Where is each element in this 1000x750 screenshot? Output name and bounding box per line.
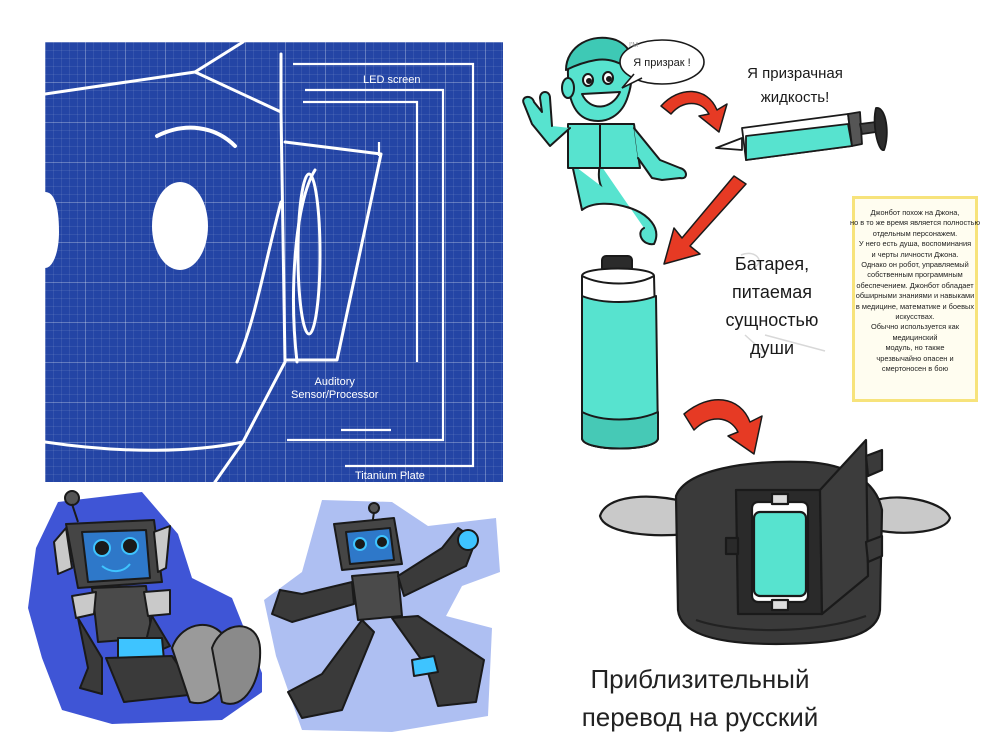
ghost-john-illustration: I'M Я призрак !	[522, 36, 705, 246]
ghost-left-arm	[522, 91, 571, 147]
battery-sketch-lines	[740, 252, 826, 354]
bubble-tag: I'M	[629, 42, 638, 49]
note-line: чрезвычайно опасен и	[876, 353, 954, 363]
translation-title: Приблизительный перевод на русский	[545, 660, 855, 736]
character-note-text: Джонбот похож на Джона, но в то же время…	[838, 208, 992, 375]
syringe-needle	[715, 137, 743, 151]
auditory-sensor-label: Auditory Sensor/Processor	[291, 376, 378, 402]
ear-outline	[283, 140, 383, 362]
note-line: отдельным персонажем.	[872, 228, 958, 238]
head-bottom-edge	[45, 440, 245, 452]
titanium-plate-label: Titanium Plate	[355, 470, 425, 482]
ghost-liquid-caption: Я призрачная жидкость!	[730, 62, 860, 110]
ghost-smile	[581, 91, 621, 108]
blueprint-drawing	[45, 42, 475, 482]
compartment-door	[818, 438, 870, 616]
sprawled-robot-torso	[351, 571, 403, 621]
note-line: медицинский	[892, 332, 938, 342]
liquid-line1: Я призрачная	[747, 65, 843, 82]
note-line: Однако он робот, управляемый	[861, 260, 969, 270]
note-line: обширными знаниями и навыками	[855, 291, 975, 301]
head-side-edge	[193, 70, 287, 482]
note-line: собственным программным	[867, 270, 963, 280]
blueprint-panel: LED screen Auditory Sensor/Processor Tit…	[45, 42, 503, 482]
sitting-robot-sketch	[28, 490, 262, 724]
robot-screen	[81, 529, 151, 583]
head-top-edge	[45, 42, 245, 96]
battery-caption: Батарея, питаемая сущностью души	[702, 250, 842, 362]
robot-head-battery-compartment	[598, 438, 952, 646]
battery-line2: питаемая	[732, 282, 812, 302]
battery-line1: Батарея,	[734, 254, 810, 274]
note-line: Обычно используется как	[871, 322, 959, 332]
inner-callout	[303, 100, 419, 362]
auditory-label-line1: Auditory	[314, 376, 355, 388]
robot-right-fin	[874, 496, 952, 534]
ear-sensor	[296, 172, 322, 336]
ghost-speech-bubble: I'M Я призрак !	[619, 39, 705, 89]
soul-battery-illustration	[581, 255, 659, 450]
note-line: Джонбот похож на Джона,	[870, 208, 960, 217]
ear-curve	[292, 168, 317, 364]
sprawled-robot-leg-left	[287, 619, 375, 719]
robot-antenna-ball	[64, 490, 80, 506]
liquid-line2: жидкость!	[760, 89, 830, 106]
note-line: и черты личности Джона.	[871, 249, 959, 259]
character-note-box	[852, 196, 978, 402]
auditory-label-line2: Sensor/Processor	[291, 389, 379, 401]
led-callout	[287, 88, 445, 442]
syringe-plunger	[873, 107, 888, 151]
note-line: смертоносен в бою	[881, 364, 949, 374]
red-arrow-to-syringe	[660, 90, 728, 133]
cheek-line	[235, 200, 283, 364]
robot-torso	[91, 585, 153, 643]
note-line: искусствах.	[895, 312, 935, 322]
battery-line4: души	[750, 338, 794, 358]
sprawled-robot-sketch	[264, 500, 500, 732]
ghost-torso	[567, 123, 641, 169]
bubble-text: Я призрак !	[633, 57, 690, 69]
title-line2: перевод на русский	[581, 702, 819, 732]
robot-foot-right	[211, 625, 262, 705]
robot-left-fin	[598, 495, 688, 537]
eye-shape	[152, 182, 208, 270]
note-line: обеспечением. Джонбот обладает	[856, 280, 974, 290]
left-eye-partial	[45, 192, 59, 268]
note-line: в медицине, математике и боевых	[855, 301, 975, 311]
red-arrow-to-battery	[663, 175, 747, 265]
compartment-battery	[752, 510, 808, 598]
note-line: модуль, но также	[885, 343, 945, 353]
led-screen-label: LED screen	[363, 74, 421, 86]
ghost-right-arm	[633, 127, 687, 181]
note-line: У него есть душа, воспоминания	[858, 239, 972, 249]
eyebrow	[155, 125, 237, 148]
title-line1: Приблизительный	[590, 664, 810, 694]
syringe-illustration	[715, 107, 888, 161]
plate-callout	[293, 62, 475, 468]
note-line: но в то же время является полностью	[850, 218, 980, 228]
red-arrow-to-robot	[683, 399, 763, 455]
battery-line3: сущностью	[725, 310, 819, 330]
